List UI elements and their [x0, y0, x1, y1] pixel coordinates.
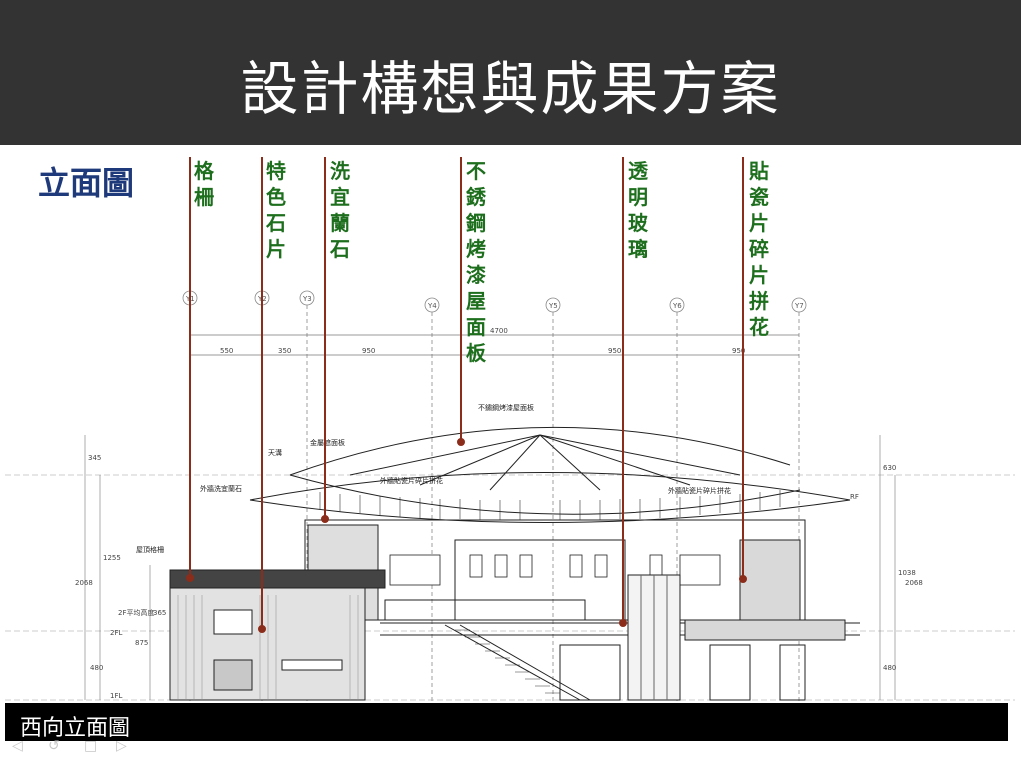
- callout-feature-stone: 特色石片: [266, 159, 286, 261]
- dimension: 350: [278, 347, 291, 355]
- drawing-note: 金屬遮面板: [310, 438, 345, 447]
- drawing-note: 天溝: [268, 448, 282, 457]
- right-dim: 480: [883, 664, 896, 672]
- level-label: 1FL: [110, 692, 122, 700]
- left-wing: [169, 569, 386, 701]
- left-dim: 480: [90, 664, 103, 672]
- callout-roof-panel: 不銹鋼烤漆屋面板: [466, 159, 486, 365]
- dome-roof: [249, 426, 851, 523]
- left-dim: 875: [135, 639, 148, 647]
- drawing-note: 不鏽鋼烤漆屋面板: [478, 403, 534, 412]
- dimension: 950: [362, 347, 375, 355]
- overall-dimension: 4700: [490, 327, 508, 335]
- grid-label: Y7: [794, 302, 804, 310]
- dimension: 950: [608, 347, 621, 355]
- slide-header: 設計構想與成果方案: [0, 0, 1021, 145]
- left-dim: 1255: [103, 554, 121, 562]
- drawing-note: 屋頂格柵: [136, 545, 164, 554]
- level-label: 2FL: [110, 629, 122, 637]
- left-dim: 345: [88, 454, 101, 462]
- next-slide-icon[interactable]: ▷: [116, 738, 127, 754]
- right-dim: 1038: [898, 569, 916, 577]
- elevation-caption: 西向立面圖: [20, 716, 131, 741]
- west-elevation-drawing: Y1 Y2 Y3 Y4 Y5 Y6 Y7 4700 550 350 950 95…: [5, 157, 1015, 705]
- floor-height-label: 2F平均高度: [118, 608, 154, 617]
- dimension: 950: [732, 347, 745, 355]
- callout-tile-mosaic: 貼瓷片碎片拼花: [749, 159, 769, 339]
- slide-title: 設計構想與成果方案: [240, 55, 781, 123]
- grid-label: Y4: [427, 302, 437, 310]
- grid-label: Y5: [548, 302, 558, 310]
- drawing-note: 外牆貼瓷片碎片拼花: [380, 476, 443, 485]
- return-icon[interactable]: ↺: [48, 738, 60, 754]
- callout-glass: 透明玻璃: [628, 159, 648, 261]
- callout-yilan-stone: 洗宜蘭石: [330, 159, 350, 261]
- drawing-note: 外牆洗宜蘭石: [200, 484, 242, 493]
- grid-label: Y6: [672, 302, 682, 310]
- level-label: RF: [850, 493, 859, 501]
- section-label: 立面圖: [38, 164, 135, 202]
- glass-tower: [627, 574, 681, 701]
- prev-slide-icon[interactable]: ◁: [12, 738, 23, 754]
- caption-bar: [5, 703, 1008, 741]
- left-dim: 365: [153, 609, 166, 617]
- drawing-note: 外牆貼瓷片碎片拼花: [668, 486, 731, 495]
- dimension: 550: [220, 347, 233, 355]
- right-dim: 630: [883, 464, 896, 472]
- left-dim: 2068: [75, 579, 93, 587]
- right-dim: 2068: [905, 579, 923, 587]
- menu-icon[interactable]: □: [84, 738, 98, 754]
- callout-leaders: [186, 157, 747, 633]
- callout-grille: 格柵: [194, 159, 214, 209]
- grid-label: Y3: [302, 295, 312, 303]
